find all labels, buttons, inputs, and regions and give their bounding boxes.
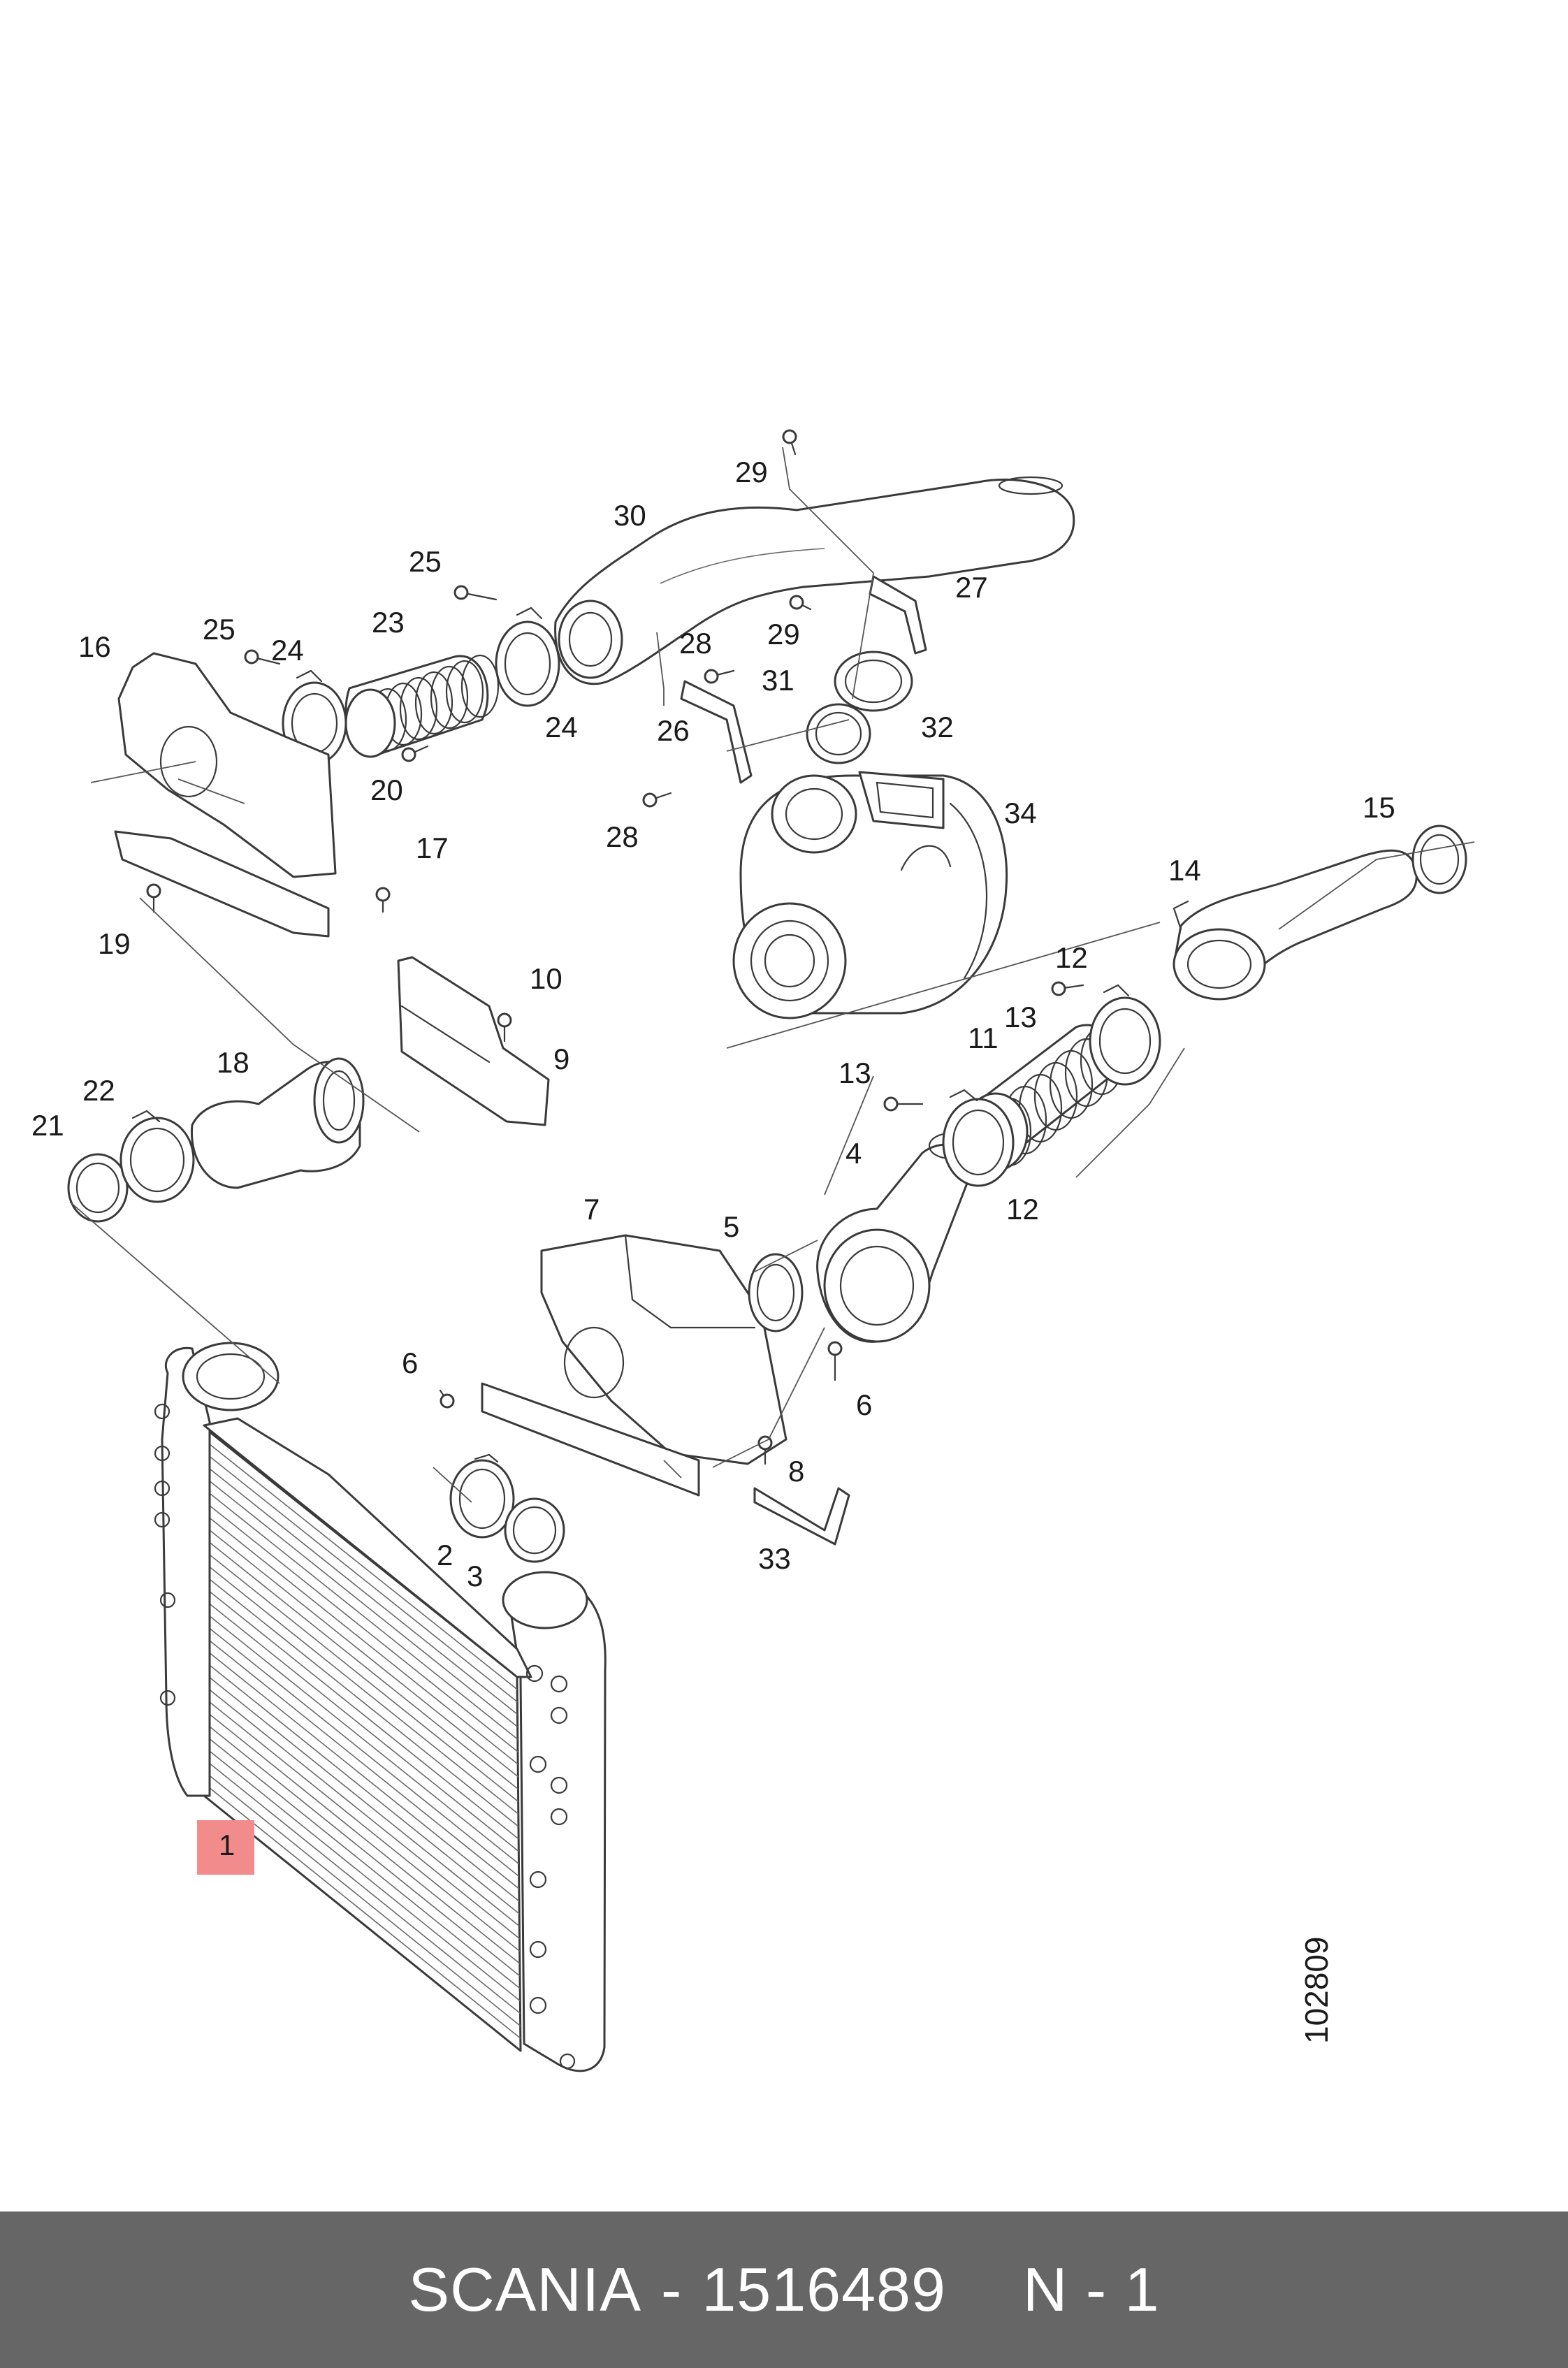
o-ring-5[interactable]: [748, 1253, 804, 1332]
o-ring-21[interactable]: [67, 1153, 129, 1223]
callout-34[interactable]: 34: [1004, 797, 1037, 829]
callout-1[interactable]: 1: [219, 1829, 235, 1861]
clamp-32[interactable]: [834, 651, 913, 712]
bolt: [827, 1341, 843, 1381]
callout-13-lower[interactable]: 13: [839, 1056, 871, 1089]
bolt: [704, 669, 735, 684]
bolt: [244, 649, 281, 665]
callout-31[interactable]: 31: [762, 664, 794, 697]
curved-pipe-14[interactable]: [1173, 849, 1418, 1001]
callout-28-lower[interactable]: 28: [606, 820, 639, 853]
callout-22[interactable]: 22: [82, 1074, 115, 1107]
callout-29-lower[interactable]: 29: [767, 618, 800, 651]
elbow-pipe-4[interactable]: [816, 1132, 976, 1343]
bolt: [642, 792, 672, 808]
callout-12-lower[interactable]: 12: [1006, 1193, 1039, 1226]
callout-21[interactable]: 21: [31, 1109, 64, 1142]
bolt: [439, 1389, 455, 1409]
footer-position: N - 1: [1022, 2255, 1160, 2324]
callout-20[interactable]: 20: [370, 773, 403, 806]
callout-11[interactable]: 11: [968, 1022, 999, 1054]
callout-24-left[interactable]: 24: [271, 634, 304, 667]
clamp-24-right[interactable]: [495, 606, 560, 707]
callout-7[interactable]: 7: [583, 1193, 600, 1226]
callout-25-left[interactable]: 25: [203, 613, 235, 646]
heat-shield-7[interactable]: [481, 1234, 787, 1497]
clamp-12-lower[interactable]: [942, 1089, 1015, 1187]
callout-28-upper[interactable]: 28: [679, 627, 712, 660]
callout-12-upper[interactable]: 12: [1055, 941, 1088, 974]
callout-8[interactable]: 8: [788, 1455, 804, 1488]
bolt: [883, 1096, 924, 1112]
clamp-12-upper[interactable]: [1089, 984, 1161, 1086]
callout-9[interactable]: 9: [553, 1043, 569, 1075]
bolt: [789, 595, 812, 611]
callout-14[interactable]: 14: [1168, 854, 1201, 887]
clamp-22[interactable]: [119, 1110, 195, 1203]
mounting-lugs-right: [525, 1664, 576, 2070]
o-ring-15[interactable]: [1411, 825, 1467, 894]
callout-30[interactable]: 30: [614, 499, 646, 532]
callout-29-upper[interactable]: 29: [735, 456, 768, 488]
o-ring-3[interactable]: [504, 1497, 565, 1563]
callout-19[interactable]: 19: [98, 927, 131, 960]
exploded-parts-diagram: 1 2 3 4 5 6 6 7 8 9 10 11 12 12 13 13 14…: [31, 429, 1475, 2072]
bolt: [782, 429, 797, 456]
intercooler-fins: [196, 1434, 521, 2039]
bracket-33[interactable]: [753, 1487, 850, 1546]
callout-10[interactable]: 10: [530, 962, 562, 995]
bolt: [375, 887, 391, 913]
callout-6-left[interactable]: 6: [402, 1346, 418, 1379]
heat-shield-16[interactable]: [114, 652, 337, 938]
highlighted-callout-box: [197, 1820, 254, 1875]
corrugated-hose-23[interactable]: [344, 654, 500, 758]
callout-16[interactable]: 16: [78, 630, 111, 663]
pipe-18[interactable]: [190, 1057, 365, 1189]
callout-26[interactable]: 26: [657, 714, 690, 747]
bolt: [1051, 981, 1084, 996]
callout-6-right[interactable]: 6: [856, 1388, 872, 1421]
footer-brand: SCANIA: [408, 2255, 642, 2324]
callout-23[interactable]: 23: [372, 606, 405, 639]
turbocharger-34[interactable]: [732, 771, 1008, 1019]
bracket-27[interactable]: [869, 575, 927, 655]
mounting-lugs-left: [154, 1403, 176, 1706]
callout-25-upper[interactable]: 25: [409, 545, 442, 578]
callout-32[interactable]: 32: [921, 711, 954, 743]
leader-lines: [69, 446, 1475, 1503]
callout-18[interactable]: 18: [217, 1046, 249, 1079]
callout-15[interactable]: 15: [1363, 791, 1395, 824]
footer-part-number: 1516489: [702, 2255, 946, 2324]
bracket-9[interactable]: [397, 956, 550, 1126]
callout-33[interactable]: 33: [758, 1542, 791, 1575]
callout-27[interactable]: 27: [955, 571, 988, 604]
charge-air-pipe-30[interactable]: [554, 476, 1075, 685]
callout-24-right[interactable]: 24: [545, 711, 578, 743]
bolt: [401, 745, 429, 762]
callout-3[interactable]: 3: [467, 1560, 483, 1592]
callout-4[interactable]: 4: [845, 1137, 862, 1170]
o-ring-31[interactable]: [806, 703, 871, 764]
footer-separator: -: [661, 2255, 683, 2324]
callout-2[interactable]: 2: [437, 1539, 453, 1571]
bolt: [146, 883, 161, 913]
callout-17[interactable]: 17: [416, 831, 449, 864]
bracket-26[interactable]: [680, 680, 753, 784]
callout-13-upper[interactable]: 13: [1004, 1001, 1037, 1033]
bolt: [453, 585, 498, 601]
callout-5[interactable]: 5: [723, 1210, 739, 1243]
diagram-reference-number: 102809: [1298, 1937, 1335, 2044]
intercooler-core[interactable]: [154, 1342, 607, 2072]
clamp-2[interactable]: [449, 1453, 515, 1539]
footer-bar: SCANIA - 1516489 N - 1: [0, 2211, 1568, 2368]
bolt: [497, 1012, 512, 1043]
